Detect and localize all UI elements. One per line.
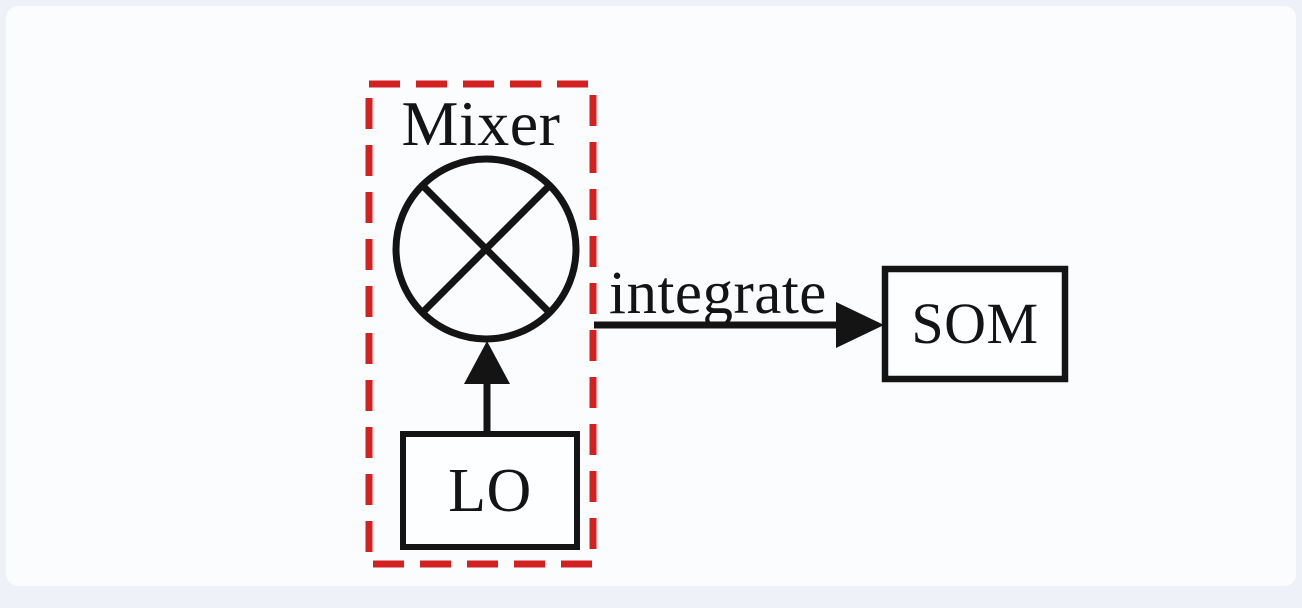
som-box-rect: [881, 265, 1069, 383]
mixer-symbol-cross-line-2: [419, 182, 553, 316]
integrate-arrow-label: integrate: [609, 260, 827, 327]
mixer-symbol-circle: [392, 155, 580, 343]
lo-box-label: LO: [448, 456, 532, 525]
integrate-arrowhead-icon: [836, 302, 884, 348]
som-box-label: SOM: [911, 291, 1039, 356]
lo-box-rect: [400, 431, 580, 550]
card-background: [6, 6, 1296, 586]
mixer-group-dashed-boundary: [365, 80, 597, 568]
mixer-group-label: Mixer: [401, 88, 561, 159]
lo-to-mixer-arrowhead-icon: [464, 341, 510, 384]
